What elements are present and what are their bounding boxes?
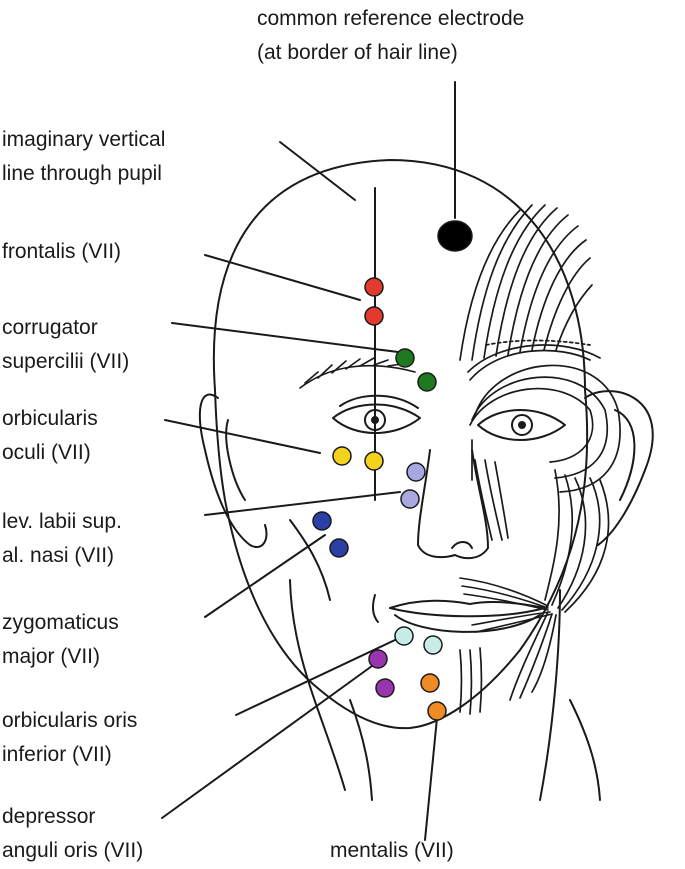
corrugator-label-line1: corrugator	[2, 316, 98, 339]
frontalis-leader	[204, 254, 361, 301]
levator-electrode-1	[406, 462, 426, 482]
depressor-label: depressor anguli oris (VII)	[2, 800, 143, 868]
neck-tendon-left	[349, 699, 373, 801]
right-eye	[477, 409, 566, 441]
orbicularis-oculi-label-line2: oculi (VII)	[2, 441, 91, 464]
levator-label-line1: lev. labii sup.	[2, 510, 122, 533]
chin-muscle-strands	[459, 611, 557, 715]
orbicularis-oculi-rings	[467, 344, 621, 493]
frontalis-muscle-strands	[459, 204, 593, 361]
zygomaticus-electrode-2	[329, 538, 349, 558]
orbicularis-oculi-electrode-1	[332, 446, 352, 466]
orbicularis-oris-leader	[235, 639, 396, 716]
corrugator-leader	[171, 322, 399, 353]
orbicularis-oculi-label-line1: orbicularis	[2, 407, 98, 430]
left-eye-fold	[339, 394, 419, 409]
zygomaticus-electrode-1	[312, 511, 332, 531]
reference-label-line2: (at border of hair line)	[257, 41, 458, 64]
depressor-label-line2: anguli oris (VII)	[2, 839, 144, 862]
depressor-label-line1: depressor	[2, 805, 96, 828]
depressor-electrode-2	[375, 678, 395, 698]
orbicularis-oris-electrode-2	[423, 635, 443, 655]
right-ear-inner	[614, 409, 636, 501]
left-ear	[198, 393, 268, 548]
orbicularis-oris-label: orbicularis oris inferior (VII)	[2, 704, 137, 772]
corrugator-label: corrugator supercilii (VII)	[2, 311, 129, 379]
mentalis-electrode-2	[427, 701, 447, 721]
left-ear-inner	[225, 419, 246, 501]
frontalis-electrode-1	[364, 277, 384, 297]
levator-electrode-2	[400, 489, 420, 509]
nostril	[451, 541, 473, 549]
depressor-electrode-1	[368, 649, 388, 669]
right-iris	[511, 414, 533, 436]
reference-electrode	[437, 220, 473, 252]
mentalis-label-line1: mentalis (VII)	[330, 839, 454, 862]
levator-label: lev. labii sup. al. nasi (VII)	[2, 505, 122, 573]
levator-label-line2: al. nasi (VII)	[2, 544, 115, 567]
corrugator-label-line2: supercilii (VII)	[2, 350, 130, 373]
depressor-leader	[161, 665, 373, 819]
lower-lip	[394, 614, 541, 633]
neck-right	[539, 589, 561, 801]
zygomaticus-label: zygomaticus major (VII)	[2, 606, 119, 674]
right-ear	[584, 390, 654, 546]
nose	[417, 449, 489, 560]
neck-left	[289, 579, 346, 791]
frontalis-label-line1: frontalis (VII)	[2, 240, 122, 263]
cheek-muscle-strands	[474, 459, 610, 613]
pupil-line-label: imaginary vertical line through pupil	[2, 123, 165, 191]
corrugator-electrode-1	[395, 348, 415, 368]
levator-leader	[204, 491, 401, 516]
pupil-line-leader	[279, 141, 356, 201]
zygomaticus-leader	[204, 534, 326, 618]
left-eyebrow	[299, 357, 416, 389]
orbicularis-oculi-electrode-2	[364, 451, 384, 471]
frontalis-label: frontalis (VII)	[2, 235, 121, 269]
chin-crease	[372, 594, 379, 623]
orbicularis-oris-label-line2: inferior (VII)	[2, 743, 112, 766]
zygomaticus-label-line2: major (VII)	[2, 645, 101, 668]
mentalis-leader	[424, 717, 438, 841]
mentalis-label: mentalis (VII)	[330, 834, 454, 868]
orbicularis-oculi-leader	[164, 419, 321, 454]
reference-electrode-label: common reference electrode (at border of…	[257, 2, 524, 70]
cheek-fold-left	[289, 519, 331, 601]
right-pupil	[518, 421, 526, 429]
pupil-label-line2: line through pupil	[2, 162, 162, 185]
head-outline	[212, 159, 589, 730]
orbicularis-oris-electrode-1	[394, 626, 414, 646]
pupil-label-line1: imaginary vertical	[2, 128, 166, 151]
reference-label-line1: common reference electrode	[257, 7, 525, 30]
zygomaticus-label-line1: zygomaticus	[2, 611, 119, 634]
left-eye	[332, 403, 421, 434]
mentalis-electrode-1	[420, 673, 440, 693]
frontalis-electrode-2	[364, 306, 384, 326]
orbicularis-oculi-label: orbicularis oculi (VII)	[2, 402, 98, 470]
neck-tendon-right	[569, 699, 601, 801]
orbicularis-oris-strands	[459, 577, 553, 633]
corrugator-electrode-2	[417, 372, 437, 392]
lip-line	[389, 607, 546, 618]
orbicularis-oris-label-line1: orbicularis oris	[2, 709, 138, 732]
